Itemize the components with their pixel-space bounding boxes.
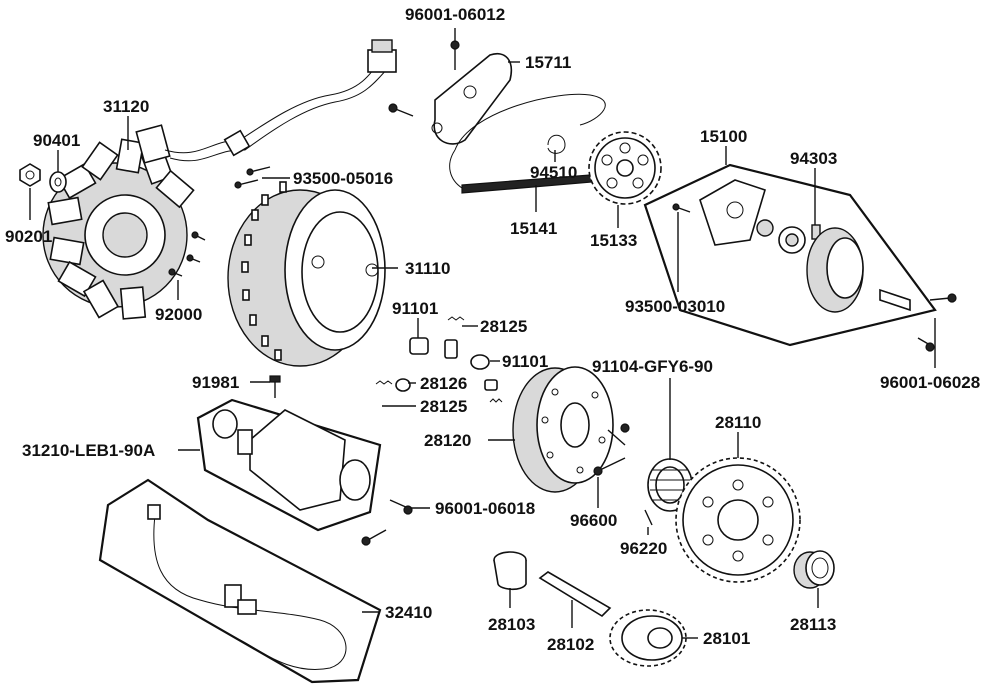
part-labels: 96001-06012 15711 31120 90401 93500-0501…	[5, 5, 980, 654]
chain-guide-15711	[431, 53, 512, 145]
stator-coil-31120	[42, 39, 397, 320]
starter-motor-31210-leb1-90a	[196, 398, 382, 532]
label-31210-leb1-90a: 31210-LEB1-90A	[22, 441, 155, 460]
pin-96220	[644, 509, 653, 526]
sprocket-15133	[588, 131, 662, 205]
label-92000: 92000	[155, 305, 202, 324]
label-28126: 28126	[420, 374, 467, 393]
label-28113: 28113	[790, 615, 836, 634]
label-94303: 94303	[790, 149, 837, 168]
starter-cable-32410	[98, 478, 382, 684]
starter-clutch-28120	[512, 366, 614, 493]
bushing-28103	[493, 551, 527, 591]
drive-chain-15141	[449, 93, 606, 194]
label-28125-upper: 28125	[480, 317, 527, 336]
label-31120: 31120	[103, 97, 149, 116]
bolt-96001-06028	[917, 293, 957, 352]
label-91981: 91981	[192, 373, 239, 392]
label-15133: 15133	[590, 231, 637, 250]
label-32410: 32410	[385, 603, 432, 622]
roller-91101	[409, 337, 490, 370]
circlip-94510	[547, 134, 566, 154]
gear-28101	[609, 609, 687, 667]
label-96220: 96220	[620, 539, 667, 558]
leader-lines	[29, 28, 936, 639]
label-96001-06028: 96001-06028	[880, 373, 980, 392]
label-28125-lower: 28125	[420, 397, 467, 416]
spring-28125	[447, 316, 503, 403]
label-96001-06012: 96001-06012	[405, 5, 505, 24]
label-31110: 31110	[405, 259, 450, 278]
label-93500-05016: 93500-05016	[293, 169, 393, 188]
label-90401: 90401	[33, 131, 80, 150]
nut-90201	[19, 163, 41, 187]
label-93500-03010: 93500-03010	[625, 297, 725, 316]
plunger-28126	[375, 339, 498, 392]
label-15711: 15711	[525, 53, 571, 72]
label-28102: 28102	[547, 635, 594, 654]
label-96600: 96600	[570, 511, 617, 530]
label-15141: 15141	[510, 219, 557, 238]
washer-90401	[49, 171, 67, 193]
label-15100: 15100	[700, 127, 747, 146]
label-94510: 94510	[530, 163, 577, 182]
label-28120: 28120	[424, 431, 471, 450]
starter-gear-28110	[675, 457, 801, 583]
bolt-91981	[269, 375, 281, 398]
bolt-96001-06018	[361, 499, 413, 546]
label-96001-06018: 96001-06018	[435, 499, 535, 518]
label-90201: 90201	[5, 227, 52, 246]
label-28110: 28110	[715, 413, 761, 432]
shaft-28102	[538, 571, 612, 618]
label-91104-gfy6-90: 91104-GFY6-90	[592, 357, 713, 376]
label-91101-upper: 91101	[392, 299, 438, 318]
bolt-93500-05016	[234, 166, 271, 189]
screw-92000	[168, 231, 206, 277]
bolt-96600	[593, 423, 630, 476]
bushing-28113	[793, 550, 835, 589]
label-28101: 28101	[703, 629, 750, 648]
flywheel-31110	[227, 181, 386, 367]
label-28103: 28103	[488, 615, 535, 634]
oil-pump-assembly-15100	[643, 163, 937, 347]
label-91101-lower: 91101	[502, 352, 548, 371]
